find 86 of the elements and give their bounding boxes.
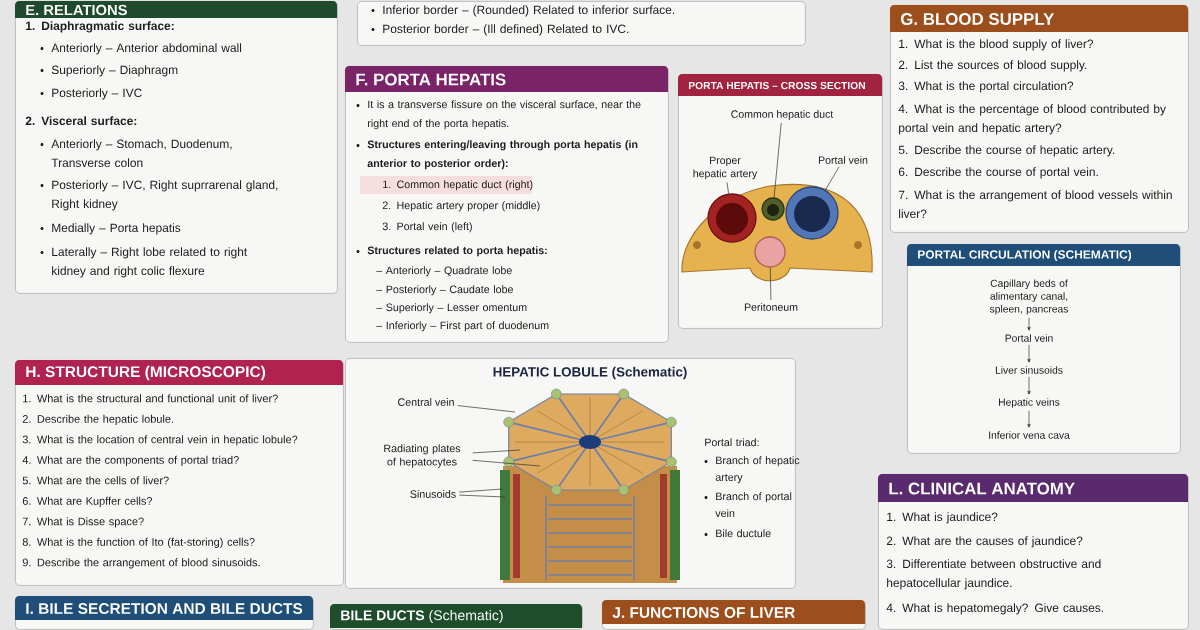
list-item: Anteriorly – Stomach, Duodenum, Transverse colon [40, 139, 232, 168]
flow-step: Portal vein [1005, 334, 1053, 342]
list-item: Posteriorly – IVC, Right suprrarenal gland, Right kidney [40, 180, 278, 211]
arrow [1027, 410, 1031, 428]
list-item: Bile ductule [704, 529, 771, 538]
subheading: 2. Visceral surface: [25, 116, 137, 126]
subheading: 1. Diaphragmatic surface: [26, 21, 174, 33]
artery-cross-section [707, 193, 757, 243]
drawing-title: HEPATIC LOBULE (Schematic) [493, 366, 687, 380]
list-item: 1. What is the blood supply of liver? [899, 39, 1094, 51]
panel-heading: BILE DUCTS (Schematic) [330, 604, 582, 628]
leader-line [726, 182, 729, 194]
peritoneum-cross-section [754, 236, 786, 268]
leader-line [458, 494, 506, 498]
arrow [1027, 376, 1031, 395]
list-item: 5. What are the cells of liver? [22, 476, 169, 485]
callout-label: Proper hepatic artery [693, 156, 758, 180]
list-item: Posteriorly – IVC [40, 88, 142, 100]
arrow [1027, 317, 1031, 331]
list-item: 6. Describe the course of portal vein. [898, 167, 1098, 179]
panel-heading: L. CLINICAL ANATOMY [878, 474, 1188, 502]
list-item: 5. Describe the course of hepatic artery. [898, 145, 1115, 157]
list-item: 1. What is jaundice? [887, 512, 998, 524]
leader-line [457, 405, 516, 413]
callout-label: Portal vein [818, 156, 868, 164]
list-item: Posterior border – (Ill defined) Related to IVC. [371, 24, 629, 36]
list-item: 1. What is the structural and functional unit of liver? [23, 394, 278, 403]
panel-heading: E. RELATIONS [15, 1, 337, 18]
list-item: Structures entering/leaving through porta hepatis (in anterior to posterior order): [356, 140, 638, 170]
list-item: – Posteriorly – Caudate lobe [376, 285, 513, 296]
panel-heading: H. STRUCTURE (MICROSCOPIC) [15, 360, 343, 385]
vein-cross-section [785, 186, 839, 240]
leader-line [825, 166, 840, 191]
list-item: 3. Portal vein (left) [382, 222, 472, 233]
arrow [1027, 344, 1031, 363]
leader-line [773, 122, 782, 198]
leader-line [472, 459, 541, 467]
list-item: Anteriorly – Anterior abdominal wall [40, 43, 242, 55]
flow-step: Capillary beds of alimentary canal, spleen, pancreas [989, 279, 1068, 315]
list-item: 3. What is the portal circulation? [898, 81, 1074, 93]
list-item: Branch of hepatic artery [704, 456, 800, 484]
list-item: 9. Describe the arrangement of blood sinusoids. [22, 558, 260, 569]
list-item: 7. What is the arrangement of blood vessels within liver? [898, 190, 1172, 219]
panel-heading: I. BILE SECRETION AND BILE DUCTS [15, 596, 313, 620]
callout-label: Common hepatic duct [731, 110, 834, 120]
list-item: Structures related to porta hepatis: [356, 246, 547, 257]
list-item: 7. What is Disse space? [22, 517, 144, 528]
list-item: 2. Describe the hepatic lobule. [22, 414, 174, 426]
list-item: – Inferiorly – First part of duodenum [376, 321, 549, 332]
list-item: 4. What is the percentage of blood contributed by portal vein and hepatic artery? [898, 104, 1166, 135]
callout-label: Sinusoids [410, 490, 456, 498]
duct-cross-section [761, 197, 785, 221]
highlighted-list-item: 1. Common hepatic duct (right) [360, 176, 533, 194]
flow-step: Liver sinusoids [995, 366, 1063, 374]
panel-heading: PORTA HEPATIS – CROSS SECTION [678, 74, 882, 96]
list-item: 4. What is hepatomegaly? Give causes. [886, 603, 1103, 615]
list-item: Medially – Porta hepatis [40, 223, 181, 235]
leader-line [472, 449, 521, 454]
flow-step: Inferior vena cava [989, 431, 1070, 439]
list-item: 4. What are the components of portal triad? [22, 455, 239, 467]
list-item: It is a transverse fissure on the visceral surface, near the right end of the porta hepatis. [356, 100, 641, 130]
list-item: – Anteriorly – Quadrate lobe [376, 266, 512, 277]
flow-step: Hepatic veins [999, 398, 1060, 408]
panel-heading: F. PORTA HEPATIS [345, 66, 668, 92]
list-item: 3. Differentiate between obstructive and hepatocellular jaundice. [886, 559, 1101, 590]
panel-heading: J. FUNCTIONS OF LIVER [602, 600, 865, 624]
callout-label: Peritoneum [744, 303, 798, 311]
list-item: Portal triad: [705, 438, 759, 447]
callout-label: Central vein [398, 398, 454, 406]
list-item: 3. What is the location of central vein in hepatic lobule? [22, 435, 298, 446]
list-item: 6. What are Kupffer cells? [22, 496, 153, 508]
list-item: Laterally – Right lobe related to right kidney and right colic flexure [40, 247, 248, 278]
list-item: – Superiorly – Lesser omentum [376, 303, 527, 314]
list-item: 8. What is the function of Ito (fat-storing) cells? [22, 537, 255, 549]
list-item: Superiorly – Diaphragm [40, 65, 178, 77]
hepatic-lobule-drawing [500, 388, 680, 583]
panel-heading: PORTAL CIRCULATION (SCHEMATIC) [907, 244, 1180, 266]
callout-label: Radiating plates of hepatocytes [384, 444, 461, 468]
leader-line [458, 488, 503, 493]
list-item: 2. List the sources of blood supply. [898, 60, 1087, 72]
list-item: 2. What are the causes of jaundice? [886, 536, 1083, 548]
list-item: Inferior border – (Rounded) Related to inferior surface. [371, 5, 675, 17]
list-item: Branch of portal vein [704, 492, 792, 517]
leader-line [769, 267, 772, 301]
panel-heading: G. BLOOD SUPPLY [890, 5, 1188, 32]
list-item: 2. Hepatic artery proper (middle) [382, 201, 540, 212]
